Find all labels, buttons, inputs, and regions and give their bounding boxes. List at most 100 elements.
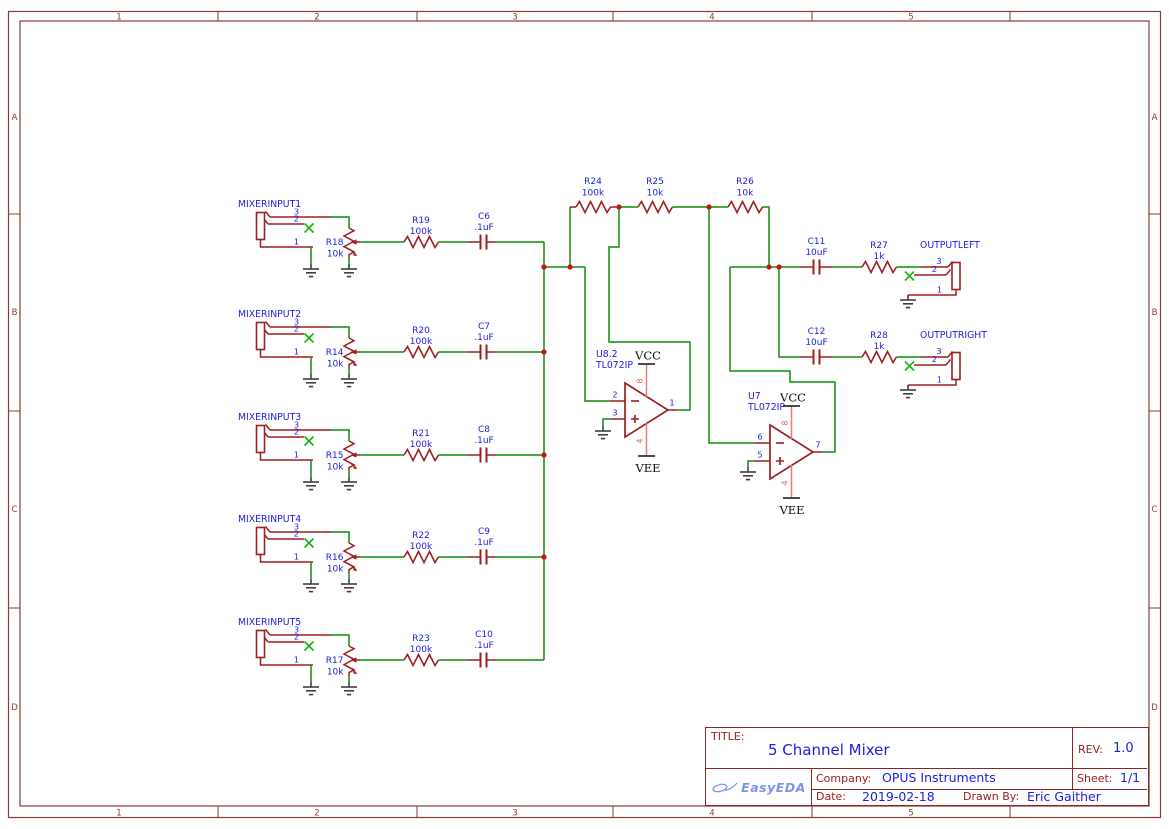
capacitor-ref[interactable]: C7 <box>478 322 490 332</box>
summing-resistors[interactable] <box>575 200 764 214</box>
capacitor-ref[interactable]: C8 <box>478 425 490 435</box>
pot-value[interactable]: 10k <box>327 360 344 370</box>
pot-ref[interactable]: R16 <box>326 553 344 563</box>
jack-pin-sleeve: 1 <box>294 237 299 247</box>
opamp-ref[interactable]: U7 <box>748 391 761 402</box>
jack-pin-tip: 3 <box>294 420 299 430</box>
channel-4-labels: MIXERINPUT4 3 2 1 R16 10k R22 100k C9 .1… <box>238 514 494 575</box>
resistor-value[interactable]: 100k <box>410 337 433 347</box>
capacitor-value[interactable]: .1uF <box>474 538 493 548</box>
capacitor-value[interactable]: .1uF <box>474 436 493 446</box>
pot-ref[interactable]: R17 <box>326 656 344 666</box>
u7-noninv-ground-wire <box>747 460 755 467</box>
zone-col-label: 3 <box>512 13 517 23</box>
capacitor-ref[interactable]: C6 <box>478 212 490 222</box>
resistor-ref[interactable]: R22 <box>412 531 430 541</box>
pot-ref[interactable]: R14 <box>326 348 344 358</box>
u8-noninv-ground-wire <box>602 418 610 426</box>
opamp-part[interactable]: TL072IP <box>595 360 633 371</box>
opamp-pin-vcc: 8 <box>635 378 645 383</box>
channel-3-graphics[interactable] <box>257 425 545 490</box>
channel-1-graphics[interactable] <box>257 212 545 277</box>
inverting-input-wire <box>584 267 610 402</box>
zone-col-label: 2 <box>314 809 319 819</box>
resistor-value[interactable]: 100k <box>410 227 433 237</box>
pot-value[interactable]: 10k <box>327 463 344 473</box>
capacitor-value[interactable]: 10uF <box>805 248 827 258</box>
zone-col-label: 2 <box>314 13 319 23</box>
resistor-ref[interactable]: R21 <box>412 429 430 439</box>
resistor-ref[interactable]: R28 <box>870 331 888 341</box>
capacitor-value[interactable]: .1uF <box>474 223 493 233</box>
resistor-value[interactable]: 100k <box>410 440 433 450</box>
resistor-ref[interactable]: R20 <box>412 326 430 336</box>
resistor-ref[interactable]: R27 <box>870 241 888 251</box>
opamp-pin-out: 1 <box>669 398 674 408</box>
title-block-divider <box>706 768 1147 769</box>
jack-pin-tip: 3 <box>294 625 299 635</box>
net-label[interactable]: MIXERINPUT3 <box>238 412 301 423</box>
zone-row-label: D <box>1151 703 1158 713</box>
pot-value[interactable]: 10k <box>327 250 344 260</box>
jack-pin-ring: 2 <box>294 529 299 539</box>
zone-row-label: B <box>12 308 18 318</box>
channel-2-labels: MIXERINPUT2 3 2 1 R14 10k R20 100k C7 .1… <box>238 309 494 370</box>
junction-dots <box>541 204 782 560</box>
capacitor-value[interactable]: 10uF <box>805 338 827 348</box>
company-value: OPUS Instruments <box>882 770 996 785</box>
opamp-pin-noninv: 3 <box>612 408 617 418</box>
opamp-pin-vcc: 8 <box>780 420 790 425</box>
sheet-frame: 1 2 3 4 5 1 2 3 4 5 A B C D A B C D <box>7 10 1162 819</box>
easyeda-swoosh-icon <box>712 782 738 792</box>
resistor-ref[interactable]: R26 <box>736 177 754 187</box>
opamp-part[interactable]: TL072IP <box>747 402 785 413</box>
resistor-value[interactable]: 100k <box>582 189 605 199</box>
capacitor-value[interactable]: .1uF <box>474 333 493 343</box>
channel-5-graphics[interactable] <box>257 630 545 695</box>
pot-ref[interactable]: R15 <box>326 451 344 461</box>
net-label[interactable]: MIXERINPUT2 <box>238 309 301 320</box>
capacitor-value[interactable]: .1uF <box>474 641 493 651</box>
opamp-ref[interactable]: U8.2 <box>596 349 618 360</box>
resistor-value[interactable]: 1k <box>874 252 886 262</box>
pot-value[interactable]: 10k <box>327 668 344 678</box>
resistor-ref[interactable]: R19 <box>412 216 430 226</box>
pot-value[interactable]: 10k <box>327 565 344 575</box>
resistor-value[interactable]: 10k <box>737 189 754 199</box>
opamp-pin-noninv: 5 <box>757 450 762 460</box>
resistor-value[interactable]: 1k <box>874 342 886 352</box>
jack-pin-ring: 2 <box>932 354 937 364</box>
resistor-value[interactable]: 100k <box>410 645 433 655</box>
net-label[interactable]: MIXERINPUT1 <box>238 199 301 210</box>
net-label[interactable]: OUTPUTRIGHT <box>920 330 987 341</box>
capacitor-ref[interactable]: C11 <box>808 237 826 247</box>
resistor-value[interactable]: 100k <box>410 542 433 552</box>
resistor-ref[interactable]: R24 <box>584 177 602 187</box>
net-label[interactable]: MIXERINPUT5 <box>238 617 301 628</box>
capacitor-ref[interactable]: C9 <box>478 527 490 537</box>
opamp-pin-inv: 2 <box>612 390 617 400</box>
resistor-ref[interactable]: R23 <box>412 634 430 644</box>
capacitor-ref[interactable]: C12 <box>808 327 826 337</box>
resistor-ref[interactable]: R25 <box>646 177 664 187</box>
r26-leads <box>709 206 770 267</box>
ground-symbol <box>594 425 612 440</box>
channel-4-graphics[interactable] <box>257 527 545 592</box>
net-label[interactable]: MIXERINPUT4 <box>238 514 301 525</box>
channel-2-graphics[interactable] <box>257 322 545 387</box>
wires <box>543 206 836 660</box>
capacitor-ref[interactable]: C10 <box>475 630 493 640</box>
net-label[interactable]: OUTPUTLEFT <box>920 240 980 251</box>
drawn-by-label: Drawn By: <box>963 790 1020 803</box>
jack-pin-tip: 3 <box>936 346 941 356</box>
resistor-value[interactable]: 10k <box>647 189 664 199</box>
pot-ref[interactable]: R18 <box>326 238 344 248</box>
u8-output-feedback-wire <box>608 207 691 411</box>
jack-pin-sleeve: 1 <box>294 552 299 562</box>
zone-col-label: 5 <box>908 13 913 23</box>
title-label: TITLE: <box>711 730 745 743</box>
resistor-r26 <box>727 200 764 214</box>
jack-pin-ring: 2 <box>294 632 299 642</box>
u7-input-wire <box>708 207 755 444</box>
